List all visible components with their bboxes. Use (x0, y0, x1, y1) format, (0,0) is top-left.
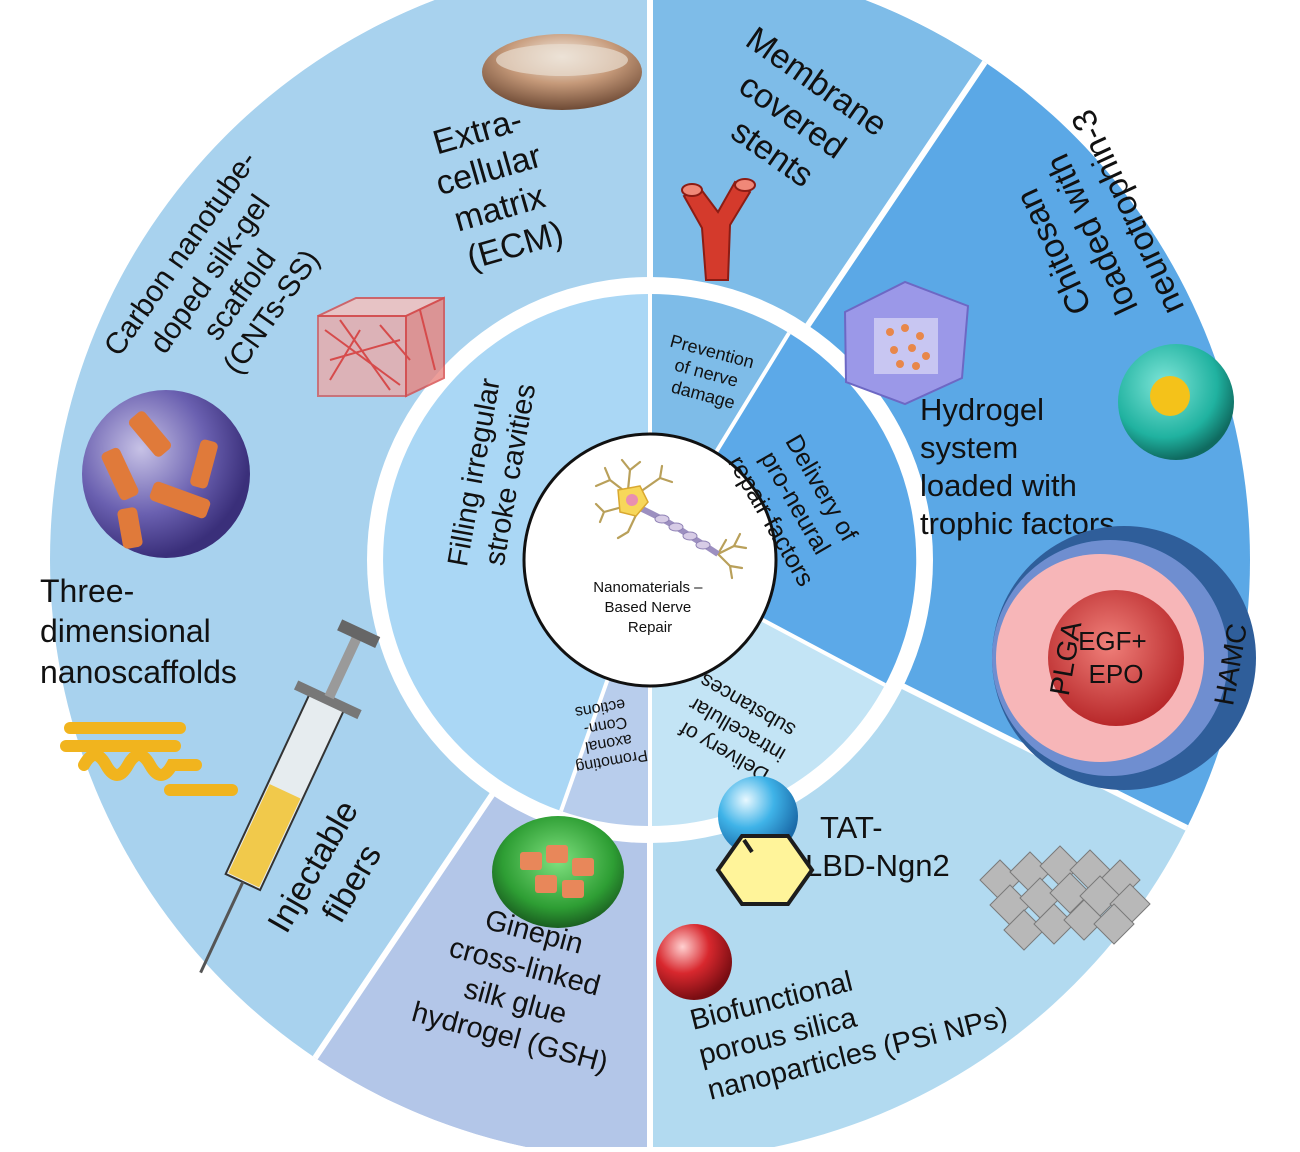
gsh-hydrogel-icon (492, 816, 624, 928)
sector-left (50, 0, 650, 1058)
stent-icon (681, 178, 756, 281)
center-title: Nanomaterials – Based Nerve Repair (593, 579, 706, 636)
neuron-icon (594, 458, 748, 580)
injectable-fibers-icon (60, 722, 238, 796)
chitosan-polyhedron-icon (843, 280, 970, 406)
hydrogel-sphere-icon (1118, 344, 1234, 460)
plga-hamc-particle-icon: EGF+ EPO PLGA HAMC (992, 526, 1256, 790)
label-hydrogel-system: Hydrogel system loaded with trophic fact… (920, 392, 1115, 541)
tat-molecule-icon (656, 776, 815, 1000)
center-disc (522, 432, 778, 688)
cnt-scaffold-icon (317, 296, 445, 398)
label-three-dimensional: Three- dimensional nanoscaffolds (40, 573, 237, 690)
nanoscaffold-sphere-icon (82, 390, 250, 558)
particle-core-label: EGF+ EPO (1078, 626, 1154, 689)
inner-sector-filling (383, 293, 650, 812)
syringe-icon (199, 619, 381, 974)
label-tat-lbd-ngn2: TAT- LBD-Ngn2 (805, 810, 950, 883)
ecm-disc-icon (482, 34, 642, 110)
silica-nanoparticles-icon (979, 845, 1151, 951)
inner-sector-delivery-pro (650, 333, 917, 685)
